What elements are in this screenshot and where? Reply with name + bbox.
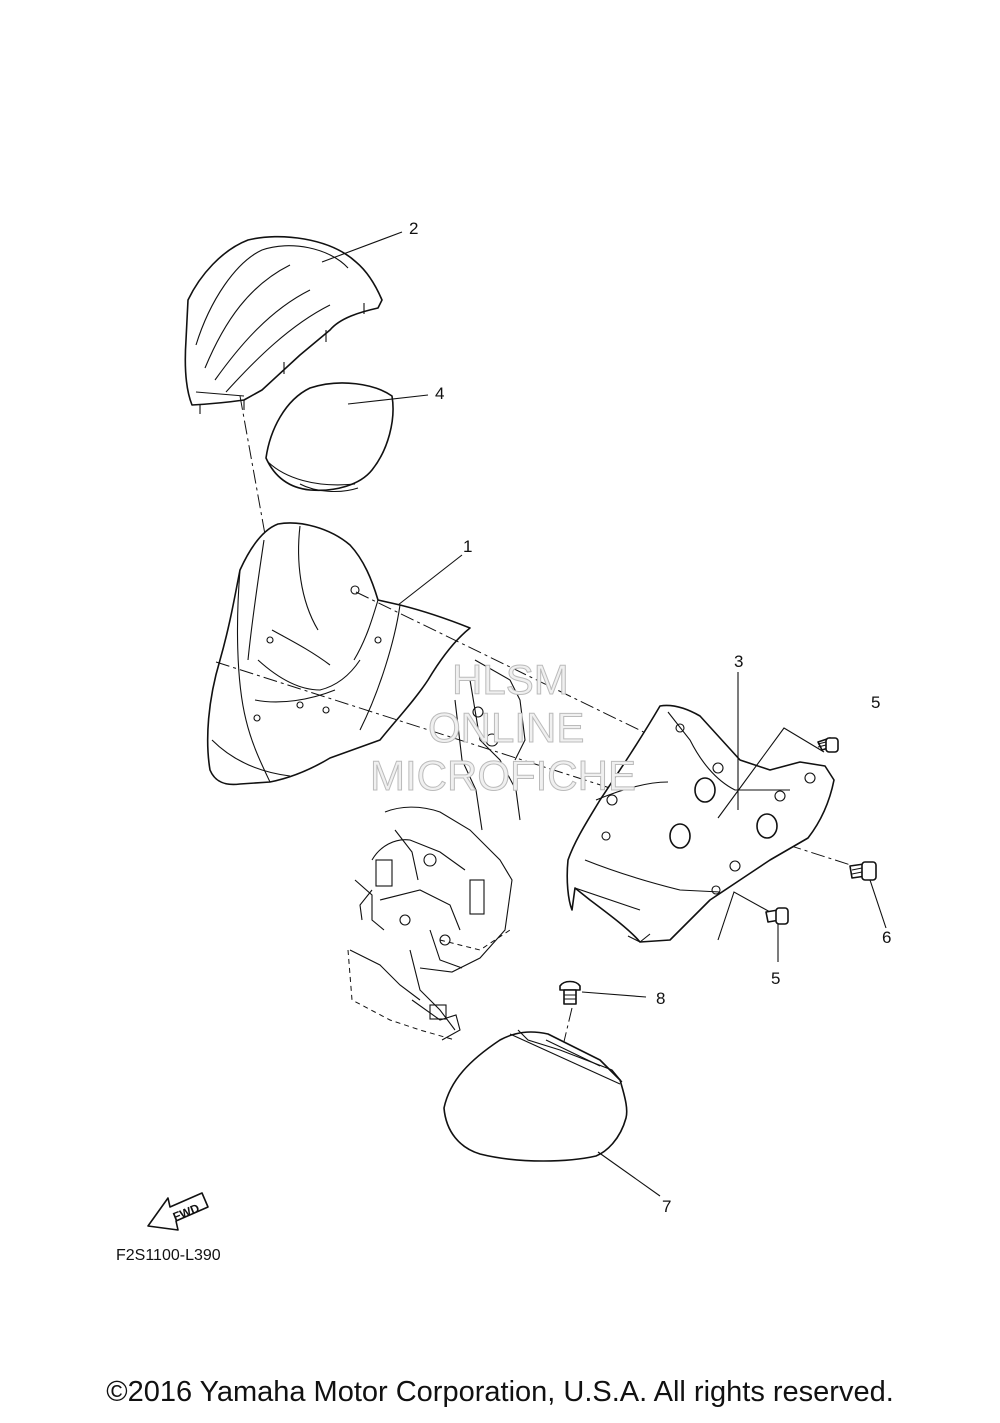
callout-8: 8 [656,989,665,1008]
part-1-front-cover[interactable] [206,522,471,786]
part-3-rear-cover[interactable] [566,704,835,943]
callout-5-lower: 5 [771,969,780,988]
bracket-5-lower [717,891,771,941]
callout-7: 7 [662,1197,671,1216]
callout-5-upper: 5 [871,693,880,712]
watermark-line-1: HLSM [452,656,569,703]
callout-1: 1 [463,537,472,556]
part-5-screw-upper[interactable] [817,737,839,753]
bracket-5-upper [717,727,825,819]
watermark-line-2: ONLINE [428,704,584,751]
part-8-screw[interactable] [559,980,581,1005]
part-5-screw-lower[interactable] [765,907,789,925]
leader-1 [397,554,463,606]
leader-6 [869,879,887,929]
leader-7 [597,1151,661,1197]
fwd-arrow-icon: FWD [147,1192,209,1231]
callout-2: 2 [409,219,418,238]
leader-8 [581,991,647,998]
copyright-notice: ©2016 Yamaha Motor Corporation, U.S.A. A… [106,1376,894,1408]
callout-6: 6 [882,928,891,947]
drawing-code: F2S1100-L390 [116,1247,221,1264]
watermark-line-3: MICROFICHE [370,752,636,799]
callout-3: 3 [734,652,743,671]
callout-4: 4 [435,384,444,403]
part-6-screw[interactable] [849,861,877,881]
handlebar-frame-assembly [347,659,526,1041]
part-2-top-cover[interactable] [184,235,383,414]
watermark: HLSM ONLINE MICROFICHE [370,656,637,800]
part-4-meter-cover[interactable] [265,382,394,493]
leader-4 [347,394,429,405]
leader-2 [321,231,403,263]
part-7-bottom-cover[interactable] [443,1029,628,1162]
